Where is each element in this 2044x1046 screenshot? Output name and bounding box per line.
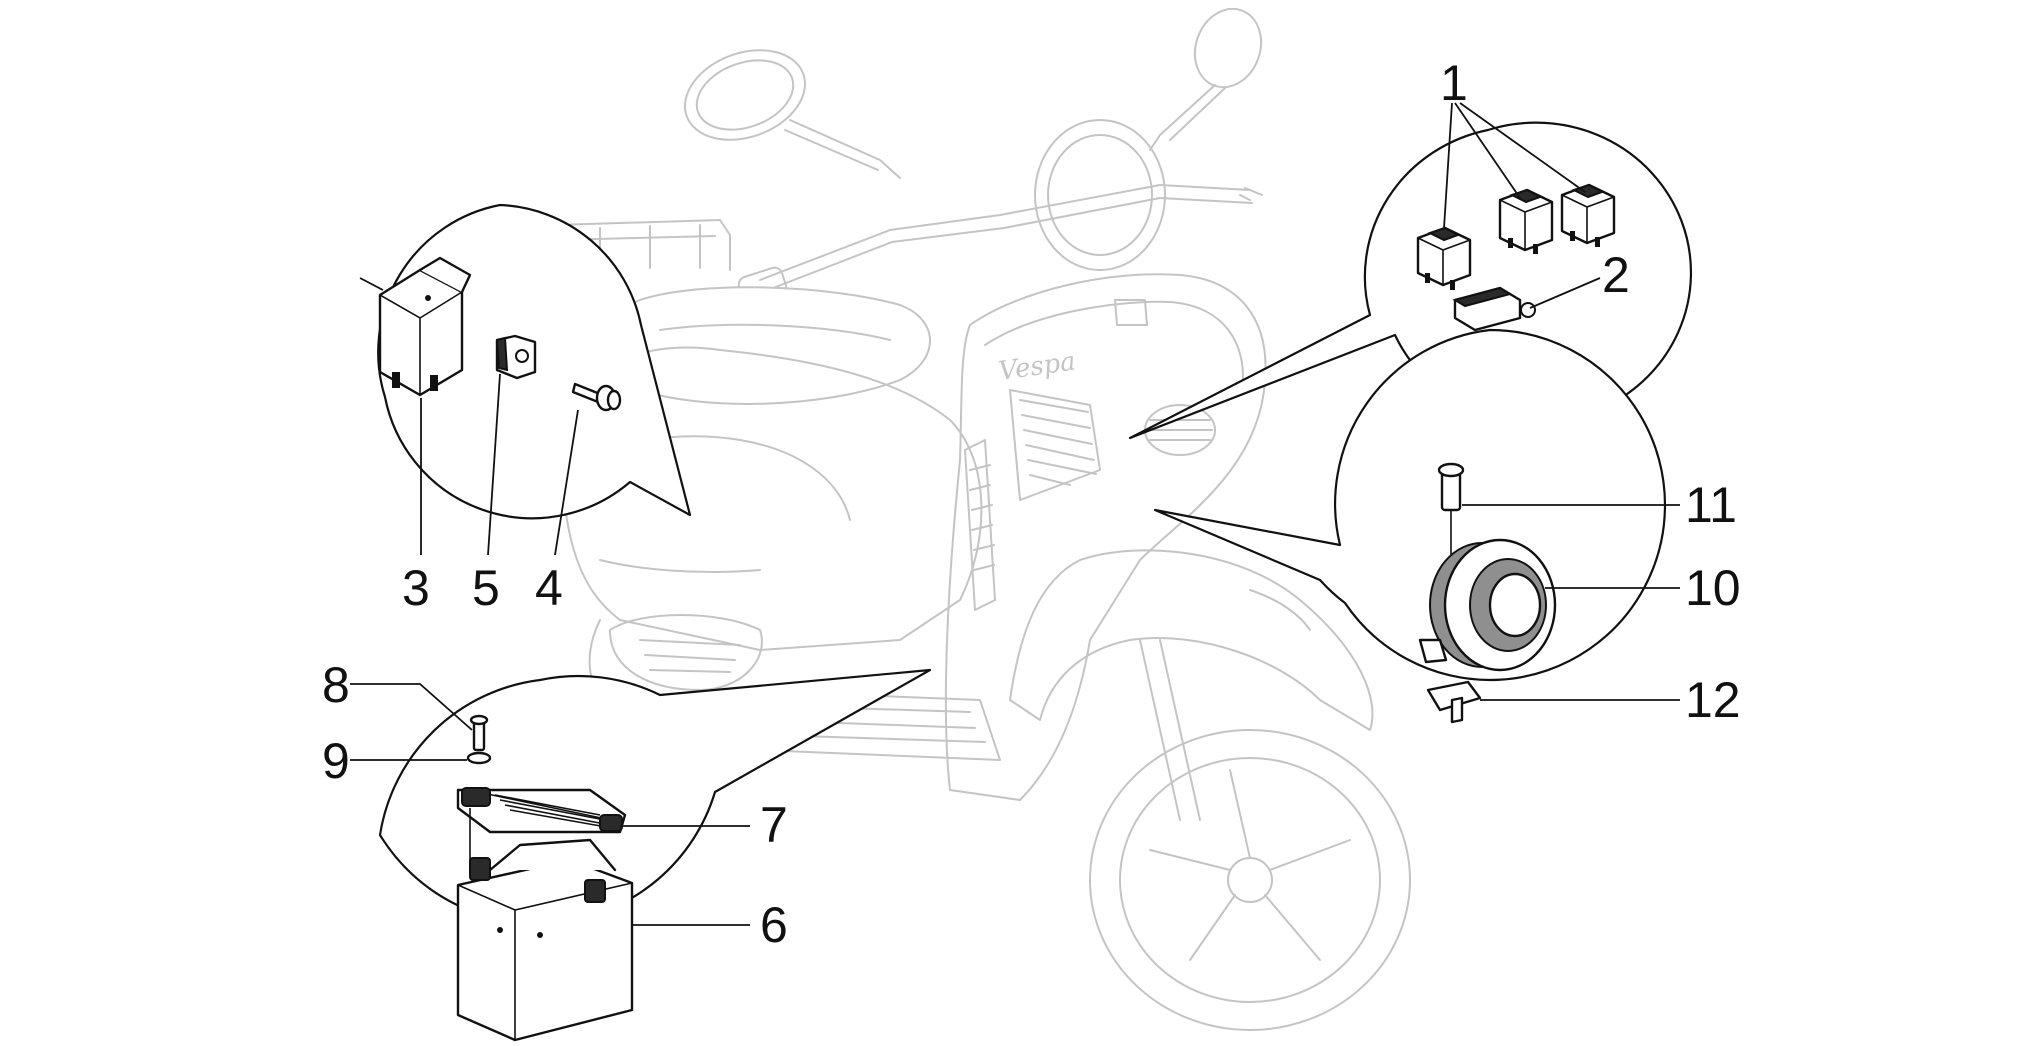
- battery-part: [456, 838, 634, 1042]
- callout-12: 12: [1685, 672, 1741, 728]
- screw-part: [571, 382, 622, 412]
- relay-small-part: [1416, 226, 1472, 290]
- horn-bracket-part: [1426, 680, 1482, 724]
- callout-6: 6: [760, 897, 788, 953]
- callout-2: 2: [1602, 247, 1630, 303]
- callout-4: 4: [535, 560, 563, 616]
- horn-callout: [1153, 328, 1680, 724]
- callout-11: 11: [1685, 477, 1737, 533]
- clip-part: [495, 334, 537, 380]
- callout-10: 10: [1685, 560, 1741, 616]
- battery-screw-part: [469, 714, 489, 752]
- flasher-relay-callout: [359, 203, 692, 556]
- horn-screw-part: [1437, 462, 1465, 560]
- battery-callout: [350, 668, 932, 1042]
- relay-middle-part: [1498, 188, 1554, 254]
- relay-right-part: [1560, 183, 1616, 247]
- connector-part: [1452, 286, 1536, 332]
- callout-8: 8: [322, 657, 350, 713]
- callout-5: 5: [472, 560, 500, 616]
- flasher-relay-part: [359, 256, 472, 397]
- callout-9: 9: [322, 733, 350, 789]
- callout-numbers: 1 2 3 4 5 6 7 8 9 10 11 12: [322, 55, 1741, 953]
- brand-script: Vespa: [997, 346, 1078, 386]
- scooter-outline: Vespa: [554, 7, 1411, 1031]
- callout-7: 7: [760, 797, 788, 853]
- strap-ribs: [494, 794, 613, 829]
- callout-3: 3: [402, 560, 430, 616]
- battery-washer-part: [466, 751, 492, 765]
- horn-part: [1418, 538, 1557, 672]
- battery-strap-part: [456, 787, 627, 870]
- callout-1: 1: [1440, 55, 1468, 111]
